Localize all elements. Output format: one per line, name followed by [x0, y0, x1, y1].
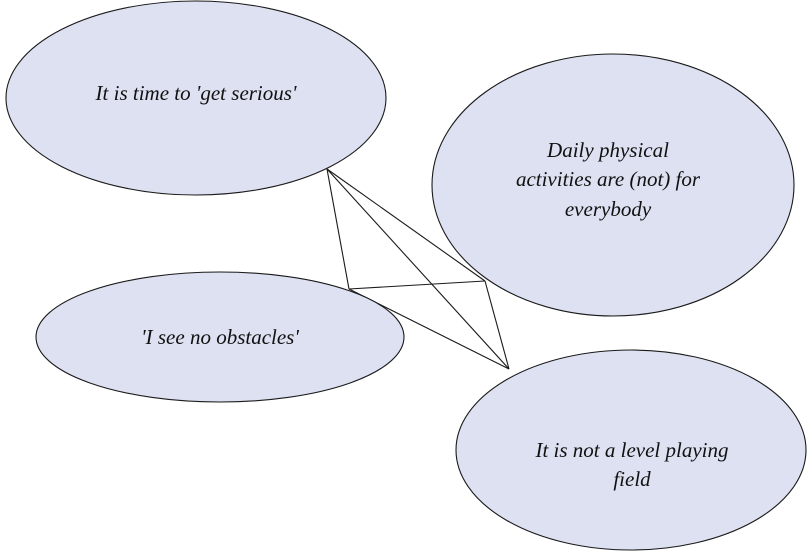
node-daily-activities-ellipse — [431, 53, 795, 317]
node-level-field-label-line-2: field — [613, 467, 651, 491]
node-level-field: It is not a level playing field — [455, 349, 807, 551]
node-daily-activities: Daily physical activities are (not) for … — [431, 53, 795, 317]
node-daily-activities-label-line-3: everybody — [565, 197, 652, 221]
node-no-obstacles-ellipse — [35, 271, 405, 403]
node-level-field-ellipse — [455, 349, 807, 551]
node-get-serious-label: It is time to 'get serious' — [95, 81, 297, 105]
node-daily-activities-label-line-1: Daily physical — [546, 138, 669, 162]
edge-get-serious-to-level-field — [326, 168, 510, 370]
node-no-obstacles-label: 'I see no obstacles' — [141, 325, 299, 349]
node-level-field-label-line-1: It is not a level playing — [534, 438, 728, 462]
edge-daily-activities-to-level-field — [484, 280, 510, 370]
edge-get-serious-to-no-obstacles — [326, 168, 350, 290]
node-no-obstacles: 'I see no obstacles' — [35, 271, 405, 403]
edge-get-serious-to-daily-activities — [326, 168, 486, 282]
node-get-serious-ellipse — [5, 0, 387, 196]
edge-no-obstacles-to-daily-activities — [348, 280, 486, 290]
node-daily-activities-label-line-2: activities are (not) for — [516, 167, 701, 191]
node-get-serious: It is time to 'get serious' — [5, 0, 387, 196]
